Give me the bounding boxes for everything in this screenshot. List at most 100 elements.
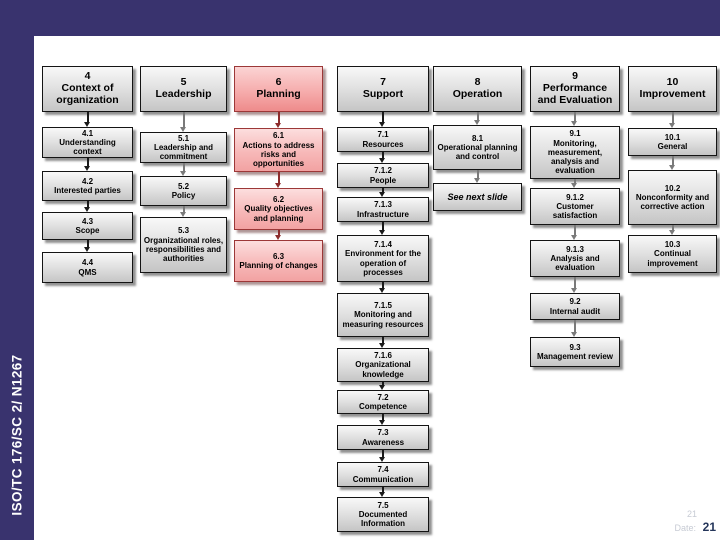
clause-number: 5.2 — [177, 181, 190, 191]
clause-label: Organizational roles, responsibilities a… — [143, 235, 224, 264]
arrow-down-icon — [571, 277, 578, 293]
clause-label: People — [369, 175, 397, 185]
clause-number: 10.1 — [664, 132, 681, 142]
box-clause-5-2: 5.2 Policy — [140, 176, 227, 206]
box-clause-9: 9 Performance and Evaluation — [530, 66, 620, 112]
box-clause-7-3: 7.3 Awareness — [337, 425, 429, 450]
clause-number: 6.2 — [272, 195, 285, 205]
arrow-down-icon — [669, 156, 676, 170]
arrow-down-icon — [379, 152, 386, 163]
box-clause-7-1-2: 7.1.2 People — [337, 163, 429, 188]
clause-number: 9.1 — [569, 129, 581, 139]
clause-label: Analysis and evaluation — [550, 253, 600, 273]
clause-number: 7.2 — [377, 392, 389, 402]
clause-number: 7.5 — [377, 500, 389, 510]
box-clause-10-3: 10.3 Continual improvement — [628, 235, 717, 273]
box-clause-8-1: 8.1 Operational planning and control — [433, 125, 522, 170]
box-clause-9-1-2: 9.1.2 Customer satisfaction — [530, 188, 620, 225]
box-see-next-slide: See next slide — [433, 183, 522, 211]
clause-number: 9.2 — [569, 297, 581, 307]
box-clause-9-2: 9.2 Internal audit — [530, 293, 620, 320]
clause-number: 9.1.3 — [566, 244, 584, 254]
clause-label: Performance and Evaluation — [537, 82, 613, 106]
box-clause-6-2: 6.2 Quality objectives and planning — [234, 188, 323, 230]
arrow-down-icon — [474, 170, 481, 183]
clause-number: 7.1.5 — [374, 301, 392, 311]
slide-left-border — [0, 0, 34, 540]
clause-number: 7.1.2 — [374, 166, 392, 176]
clause-label: Actions to address risks and opportuniti… — [242, 140, 315, 169]
clause-number: 7.1.6 — [374, 351, 392, 361]
box-clause-7-1-4: 7.1.4 Environment for the operation of p… — [337, 235, 429, 282]
arrow-down-icon — [84, 112, 91, 127]
clause-label: Interested parties — [54, 186, 121, 195]
clause-label: Context of organization — [56, 82, 119, 106]
box-clause-4: 4 Context of organization — [42, 66, 133, 112]
clause-label: Environment for the operation of process… — [344, 249, 421, 277]
box-clause-7-5: 7.5 Documented Information — [337, 497, 429, 532]
clause-number: 8 — [474, 76, 481, 89]
clause-label: Leadership — [155, 88, 212, 100]
clause-number: 7 — [380, 76, 386, 89]
clause-number: 6.3 — [272, 251, 285, 261]
clause-label: See next slide — [447, 191, 508, 202]
clause-number: 7.1.4 — [374, 239, 392, 249]
arrow-down-icon — [84, 158, 91, 171]
clause-label: Support — [362, 88, 404, 100]
arrow-down-icon — [180, 163, 187, 176]
footer-slide-number: 21 — [702, 520, 716, 534]
box-clause-7: 7 Support — [337, 66, 429, 112]
clause-label: Improvement — [639, 88, 706, 100]
clause-number: 4.4 — [81, 258, 94, 268]
slide-top-border — [0, 0, 720, 36]
box-clause-6: 6 Planning — [234, 66, 323, 112]
clause-label: Understanding context — [59, 137, 116, 157]
clause-label: Operation — [452, 88, 503, 100]
clause-number: 9.1.2 — [566, 192, 584, 202]
clause-label: Communication — [352, 474, 414, 484]
arrow-down-icon — [275, 172, 282, 188]
clause-number: 7.1.3 — [374, 200, 392, 210]
box-clause-7-1-5: 7.1.5 Monitoring and measuring resources — [337, 293, 429, 337]
clause-label: Quality objectives and planning — [244, 204, 313, 223]
box-clause-10: 10 Improvement — [628, 66, 717, 112]
box-clause-5-1: 5.1 Leadership and commitment — [140, 132, 227, 163]
arrow-down-icon — [669, 225, 676, 235]
clause-label: Competence — [358, 402, 407, 411]
box-clause-4-3: 4.3 Scope — [42, 212, 133, 240]
arrow-down-icon — [180, 112, 187, 132]
clause-label: Operational planning and control — [437, 142, 518, 162]
clause-label: Planning of changes — [239, 261, 318, 270]
clause-label: Organizational knowledge — [355, 360, 411, 379]
clause-number: 7.3 — [377, 428, 389, 438]
sidebar-document-reference: ISO/TC 176/SC 2/ N1267 — [9, 354, 25, 516]
box-clause-7-1-6: 7.1.6 Organizational knowledge — [337, 348, 429, 382]
arrow-down-icon — [379, 487, 386, 497]
arrow-down-icon — [379, 112, 386, 127]
box-clause-7-4: 7.4 Communication — [337, 462, 429, 487]
clause-number: 6 — [275, 76, 282, 89]
clause-label: Scope — [75, 226, 100, 235]
arrow-down-icon — [571, 225, 578, 240]
box-clause-7-1-3: 7.1.3 Infrastructure — [337, 197, 429, 222]
box-clause-7-2: 7.2 Competence — [337, 390, 429, 414]
clause-label: Internal audit — [549, 306, 601, 316]
arrow-down-icon — [669, 112, 676, 128]
box-clause-8: 8 Operation — [433, 66, 522, 112]
clause-number: 9.3 — [569, 342, 581, 352]
clause-label: General — [657, 142, 688, 151]
clause-number: 10 — [666, 76, 679, 89]
arrow-down-icon — [379, 337, 386, 348]
clause-label: Planning — [256, 88, 301, 100]
clause-number: 5.1 — [177, 133, 190, 143]
box-clause-6-1: 6.1 Actions to address risks and opportu… — [234, 128, 323, 172]
clause-label: Awareness — [361, 437, 405, 447]
box-clause-9-1: 9.1 Monitoring, measurement, analysis an… — [530, 126, 620, 179]
arrow-down-icon — [474, 112, 481, 125]
arrow-down-icon — [180, 206, 187, 217]
clause-label: Resources — [362, 139, 404, 149]
arrow-down-icon — [379, 382, 386, 390]
clause-label: Documented Information — [358, 509, 408, 529]
box-clause-10-2: 10.2 Nonconformity and corrective action — [628, 170, 717, 225]
arrow-down-icon — [84, 201, 91, 212]
